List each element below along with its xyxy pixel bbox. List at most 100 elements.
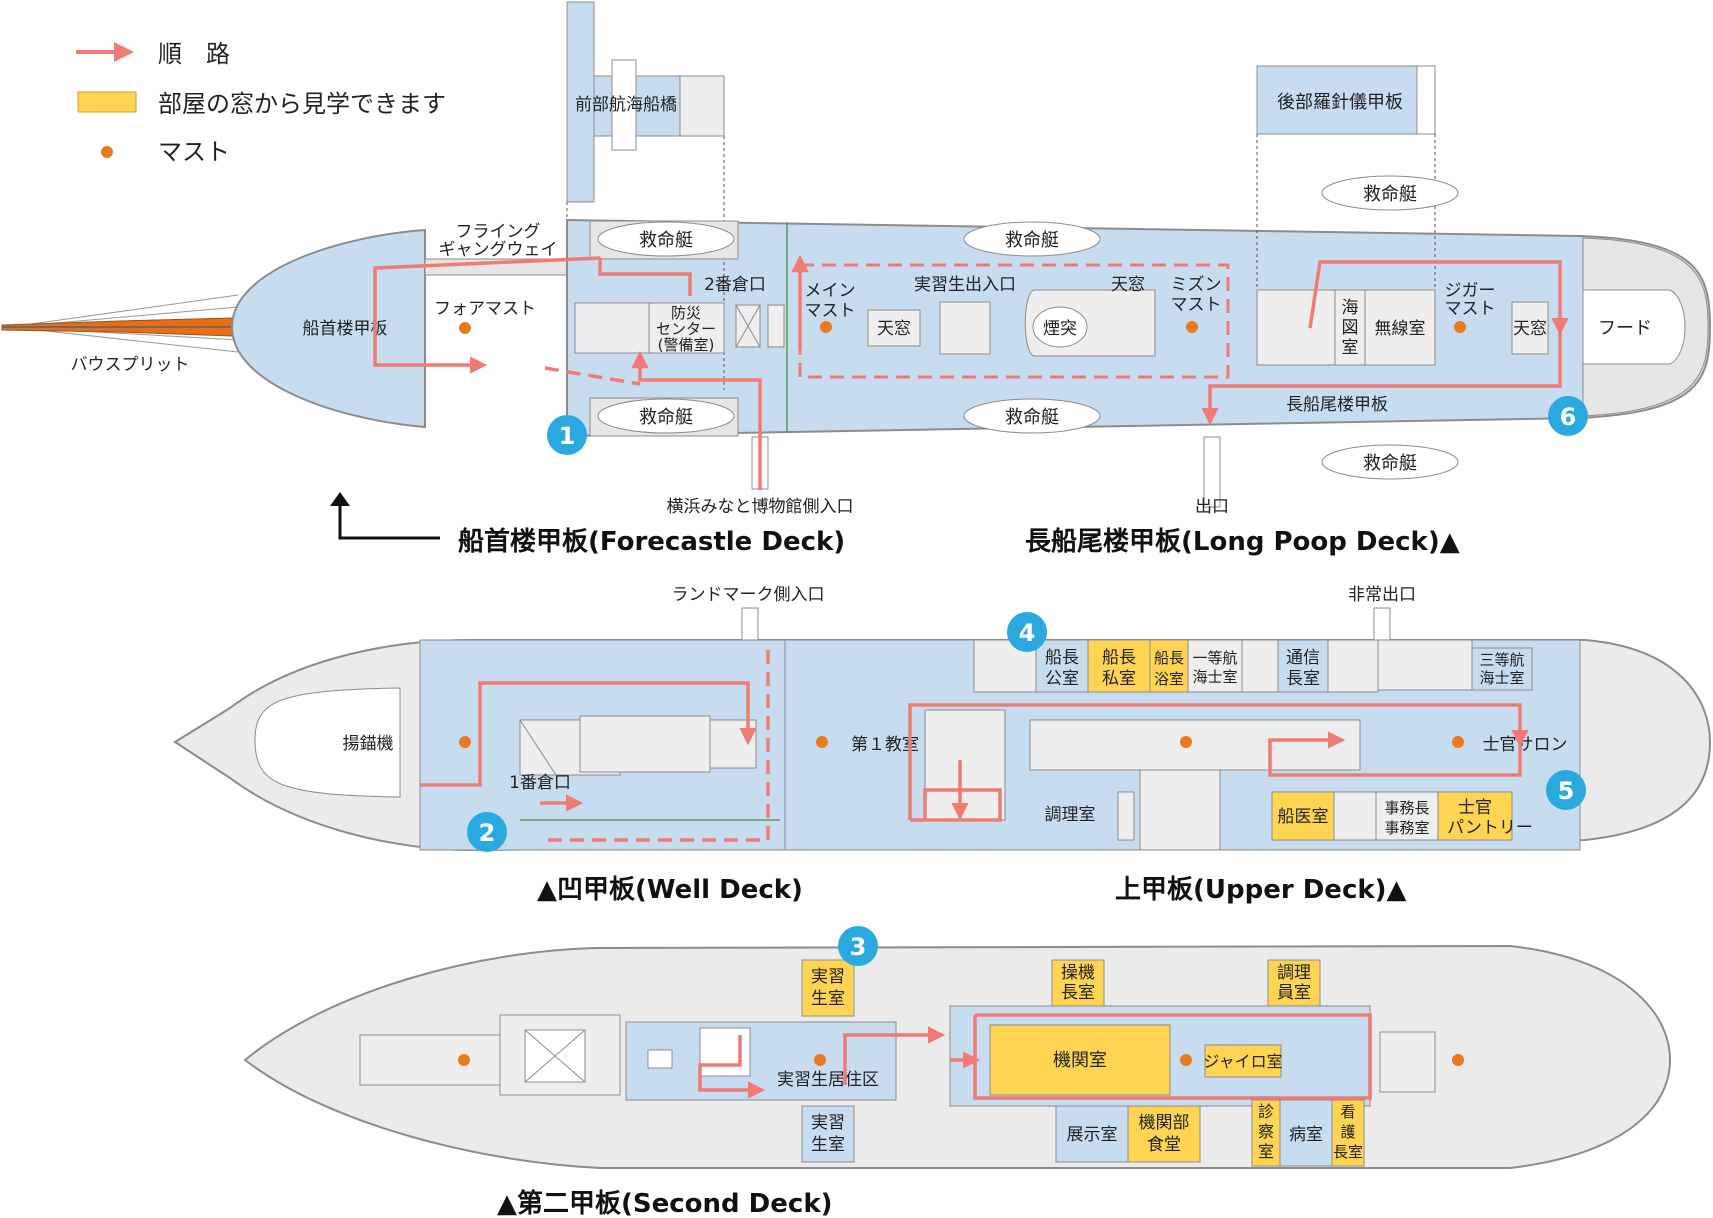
marker-6	[1548, 396, 1588, 436]
mizzen-mast-label-2: マスト	[1171, 295, 1222, 315]
marker-4-label: 4	[1019, 619, 1036, 647]
chart-room-label-1: 海	[1342, 298, 1359, 318]
long-poop-deck-label: 長船尾楼甲板	[1286, 395, 1388, 415]
top-deck-plan: フライング ギャングウェイ フード 前部航海船橋 後部羅針儀甲板	[1, 1, 1712, 517]
no1-hatch-label: 1番倉口	[509, 773, 571, 793]
chief-engineer-label-1: 操機	[1061, 963, 1095, 983]
lifeboat-label: 救命艇	[1363, 453, 1417, 474]
head-nurse-label-3: 長室	[1333, 1143, 1363, 1161]
main-mast-dot	[820, 321, 832, 333]
cadet-room-bottom	[801, 1105, 855, 1163]
disaster-center-label-2: センター	[656, 320, 716, 338]
cooks-room-label-2: 員室	[1277, 983, 1311, 1003]
lifeboat-label: 救命艇	[1363, 184, 1417, 205]
route-second	[698, 1013, 1372, 1100]
bowsprit-label: バウスプリット	[71, 355, 190, 375]
second-deck-plan: 実習生居住区 実習 生室 実習 生室 機関室 ジャイロ室 操機 長室 調理 員室…	[243, 926, 1672, 1169]
officers-pantry-label-1: 士官	[1458, 798, 1492, 818]
head-nurse-label-1: 看	[1340, 1103, 1355, 1121]
cadet-room-top-label-1: 実習	[811, 967, 845, 987]
cadet-mast-dot	[814, 1054, 826, 1066]
chief-radio-label-2: 長室	[1286, 669, 1320, 689]
cooks-room-label-1: 調理	[1277, 963, 1311, 983]
galley-label: 調理室	[1045, 805, 1096, 825]
second-aft-mast-dot	[1452, 1054, 1464, 1066]
long-poop-deck-title: 長船尾楼甲板(Long Poop Deck)▲	[1025, 526, 1460, 557]
marker-1-label: 1	[559, 422, 576, 450]
first-officer-label-1: 一等航	[1192, 649, 1237, 667]
aft-compass-deck-label: 後部羅針儀甲板	[1277, 92, 1403, 113]
third-officer-label-1: 三等航	[1479, 651, 1524, 669]
lifeboat-label: 救命艇	[639, 407, 693, 428]
forecastle-direction-arrow	[338, 502, 440, 540]
second-deck-title: ▲第二甲板(Second Deck)	[497, 1188, 833, 1218]
disaster-center-label-3: (警備室)	[658, 336, 715, 354]
engine-mess-label-1: 機関部	[1139, 1113, 1190, 1133]
purser-office	[1375, 791, 1439, 841]
radio-room-label: 無線室	[1375, 319, 1426, 339]
purser-office-label-2: 事務室	[1384, 819, 1429, 837]
marker-5	[1546, 770, 1586, 810]
doctor-room-label: 船医室	[1278, 807, 1329, 827]
flying-gangway-label-1: フライング	[456, 222, 541, 242]
marker-2-label: 2	[479, 819, 496, 847]
no2-hatch-label: 2番倉口	[704, 275, 766, 295]
skylight-label-2: 天窓	[1111, 275, 1145, 295]
legend-route-label: 順 路	[158, 40, 230, 68]
legend-window-swatch	[77, 91, 137, 113]
route-well-upper	[420, 650, 1529, 842]
marker-6-label: 6	[1560, 403, 1577, 431]
cadet-entrance-label: 実習生出入口	[914, 275, 1016, 295]
chief-engineer-room	[1051, 959, 1105, 1007]
head-nurse-room	[1331, 1099, 1365, 1167]
engine-room-label: 機関室	[1053, 1050, 1107, 1071]
skylight-label-3: 天窓	[1513, 319, 1547, 339]
hood-label: フード	[1598, 318, 1652, 339]
captain-private	[1087, 639, 1151, 693]
upper-mid-mast-dot	[1180, 736, 1192, 748]
sick-bay	[1279, 1099, 1333, 1167]
gyro-room-label: ジャイロ室	[1203, 1052, 1282, 1071]
marker-3-label: 3	[850, 933, 867, 961]
captain-bath-label-1: 船長	[1154, 649, 1184, 667]
first-officer-label-2: 海士室	[1192, 668, 1237, 686]
gyro-room	[1204, 1044, 1282, 1078]
upper-deck-title: 上甲板(Upper Deck)▲	[1115, 875, 1407, 905]
captain-bath-label-2: 浴室	[1154, 670, 1184, 688]
purser-office-label-1: 事務長	[1384, 799, 1429, 817]
aft-compass-deck: 後部羅針儀甲板	[1256, 65, 1436, 135]
exit-label: 出口	[1195, 497, 1229, 517]
lifeboats: 救命艇 救命艇 救命艇 救命艇 救命艇 救命艇	[589, 175, 1459, 480]
legend-window-label: 部屋の窓から見学できます	[158, 90, 446, 118]
chief-engineer-label-2: 長室	[1061, 983, 1095, 1003]
consult-room-label-2: 察	[1258, 1122, 1274, 1141]
captain-bath	[1149, 639, 1189, 693]
skylight-label: 天窓	[877, 319, 911, 339]
lifeboat-label: 救命艇	[1005, 407, 1059, 428]
head-nurse-label-2: 護	[1340, 1123, 1355, 1141]
museum-entrance-label: 横浜みなと博物館側入口	[667, 497, 854, 517]
jigger-mast-label-1: ジガー	[1445, 281, 1496, 301]
officers-pantry-label-2: パントリー	[1447, 818, 1533, 838]
marker-2	[467, 812, 507, 852]
foremast-label: フォアマスト	[434, 299, 536, 319]
chart-room	[1334, 289, 1366, 366]
marker-1	[547, 415, 587, 455]
consult-room-label-3: 室	[1258, 1142, 1274, 1161]
doctor-room	[1271, 791, 1335, 841]
funnel	[1032, 306, 1088, 348]
chief-radio-label-1: 通信	[1286, 648, 1320, 668]
disaster-center	[648, 302, 725, 354]
foremast-dot	[459, 322, 471, 334]
captain-office-label-1: 船長	[1045, 648, 1079, 668]
classroom-mast-dot	[816, 736, 828, 748]
engine-room	[989, 1024, 1171, 1096]
first-officer-room	[1187, 639, 1243, 693]
captain-private-label-2: 私室	[1102, 669, 1136, 689]
lifeboat-label: 救命艇	[639, 230, 693, 251]
main-mast-label-2: マスト	[805, 301, 856, 321]
windlass-label: 揚錨機	[343, 734, 394, 754]
saloon-mast-dot	[1452, 736, 1464, 748]
jigger-mast-label-2: マスト	[1445, 299, 1496, 319]
